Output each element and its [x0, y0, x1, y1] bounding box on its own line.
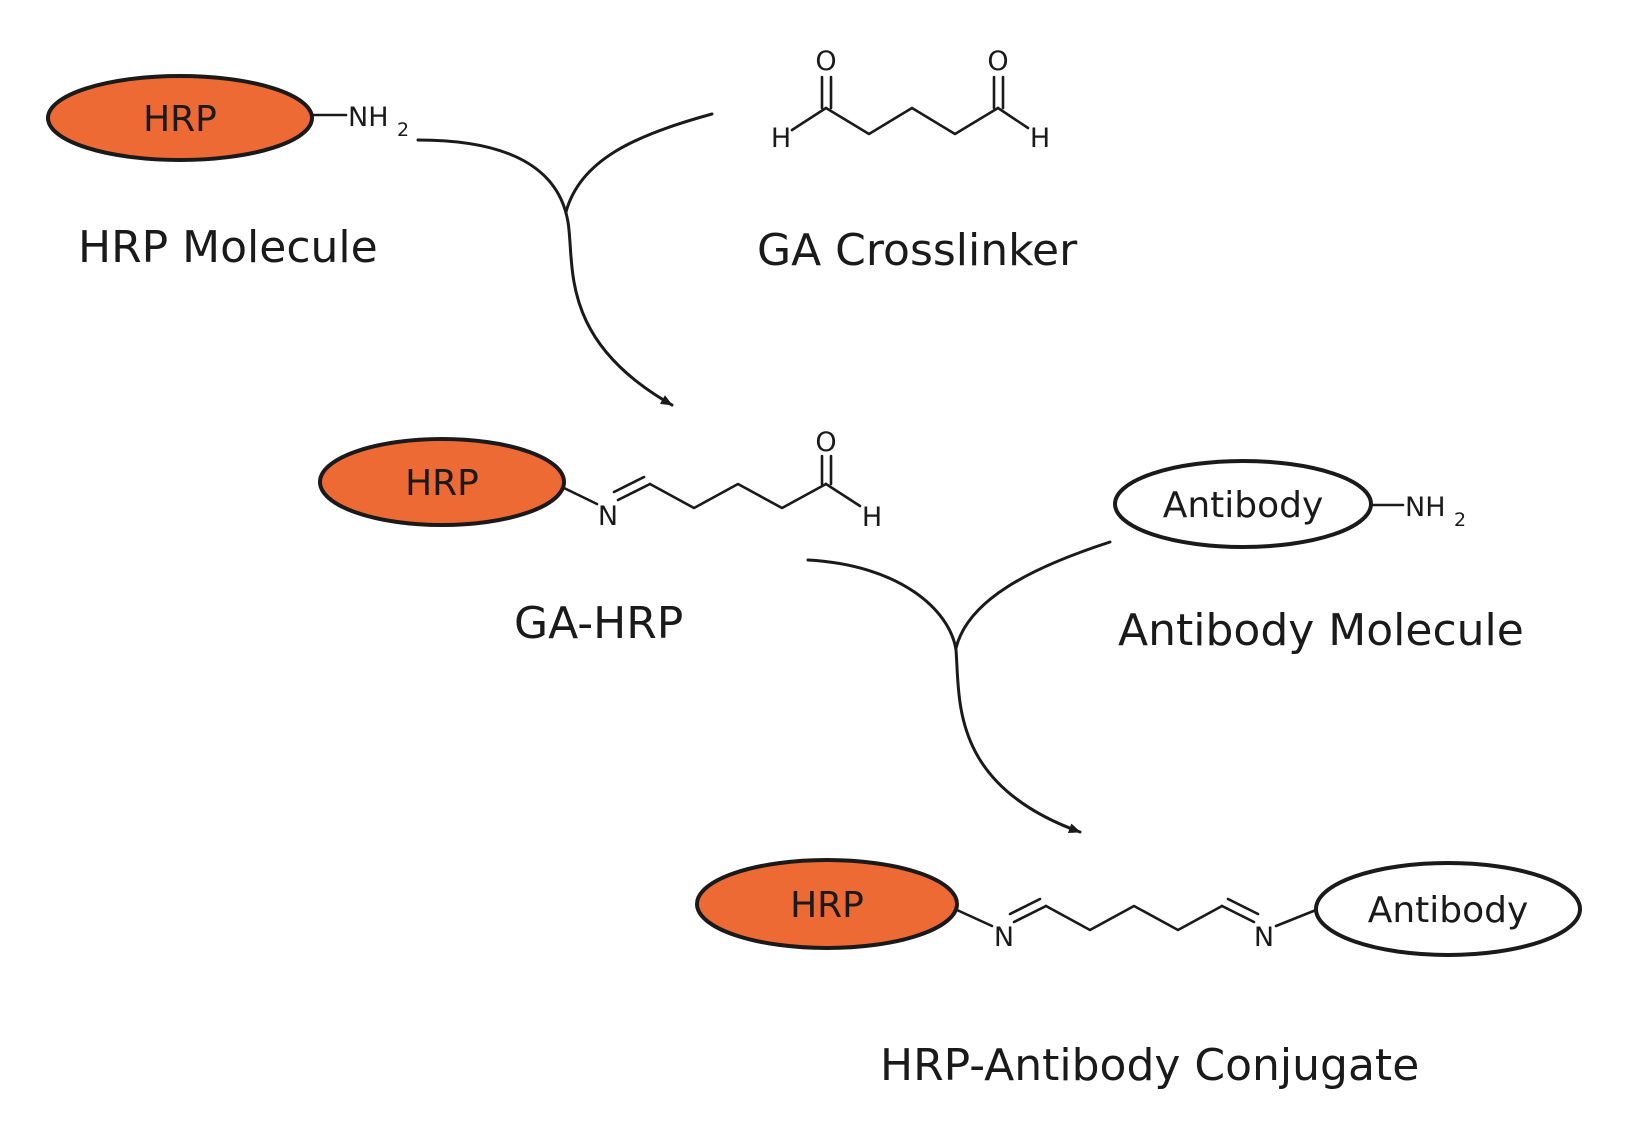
- hrp-molecule: HRP NH 2 HRP Molecule: [46, 74, 409, 273]
- oxygen-atom: O: [815, 427, 836, 458]
- antibody-molecule-caption: Antibody Molecule: [1118, 605, 1524, 656]
- ga-crosslinker-caption: GA Crosslinker: [757, 225, 1078, 276]
- reaction-arrow-1: [416, 112, 714, 407]
- ga-crosslinker: O O H H GA Crosslinker: [757, 46, 1078, 276]
- hrp-blob-label: HRP: [143, 99, 217, 140]
- conjugate-hrp-label: HRP: [790, 885, 864, 926]
- conjugate-antibody-blob: [1314, 861, 1582, 957]
- amine-subscript: 2: [1454, 509, 1466, 531]
- reaction-arrow-2: [806, 540, 1112, 834]
- amine-group: NH: [348, 102, 389, 133]
- ga-hrp-blob: [318, 437, 566, 527]
- oxygen-atom-left: O: [815, 46, 836, 77]
- ga-hrp-blob-label: HRP: [405, 463, 479, 504]
- nitrogen-atom: N: [598, 501, 618, 532]
- hydrogen-atom-right: H: [1030, 123, 1050, 154]
- hrp-blob: [46, 74, 314, 162]
- hrp-antibody-conjugate: HRP N N Antibody HRP-Antibody Conjugate: [695, 858, 1582, 1091]
- amine-subscript: 2: [397, 119, 409, 141]
- amine-group: NH: [1405, 492, 1446, 523]
- conjugate-antibody-label: Antibody: [1368, 890, 1529, 931]
- hydrogen-atom-left: H: [771, 123, 791, 154]
- nitrogen-atom-left: N: [994, 922, 1014, 953]
- antibody-molecule: Antibody NH 2 Antibody Molecule: [1113, 459, 1524, 656]
- hrp-molecule-caption: HRP Molecule: [78, 222, 378, 273]
- conjugate-caption: HRP-Antibody Conjugate: [880, 1040, 1419, 1091]
- conjugate-hrp-blob: [695, 858, 959, 950]
- ga-hrp: HRP N O H GA-HRP: [318, 427, 882, 649]
- antibody-blob-label: Antibody: [1163, 485, 1324, 526]
- hydrogen-atom: H: [862, 502, 882, 533]
- nitrogen-atom-right: N: [1254, 922, 1274, 953]
- oxygen-atom-right: O: [987, 46, 1008, 77]
- ga-hrp-caption: GA-HRP: [514, 598, 683, 649]
